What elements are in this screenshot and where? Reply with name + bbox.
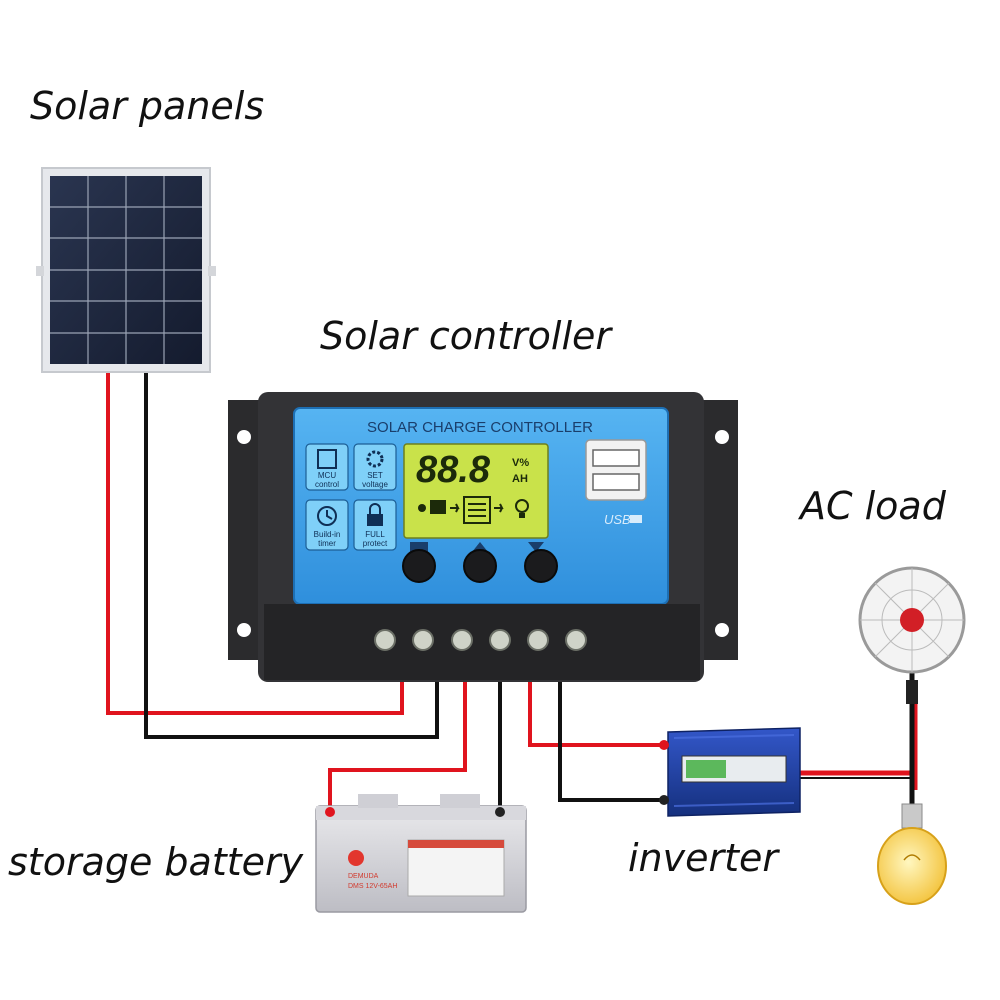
screw-icon <box>451 629 473 651</box>
mcu-chip-icon <box>317 449 337 469</box>
solar-panel <box>36 167 216 373</box>
controller-title: SOLAR CHARGE CONTROLLER <box>367 419 593 436</box>
menu-icon <box>410 542 428 552</box>
negative-terminal-icon <box>495 807 505 817</box>
lock-icon <box>367 503 383 526</box>
inverter-positive-icon <box>659 740 669 750</box>
feature-mcu: MCU control <box>305 443 349 491</box>
storage-battery: DEMUDA DMS 12V-65AH <box>315 794 527 913</box>
mount-hole-icon <box>237 623 251 637</box>
feature-set-voltage: SET voltage <box>353 443 397 491</box>
inverter-negative-icon <box>659 795 669 805</box>
wires <box>106 372 918 812</box>
screw-icon <box>565 629 587 651</box>
usb-label: USB <box>604 512 631 527</box>
battery-brand-logo <box>348 850 364 866</box>
down-button[interactable] <box>524 549 558 583</box>
feature-line2: voltage <box>362 480 388 489</box>
light-bulb <box>877 803 947 905</box>
ac-load-label: AC load <box>800 484 946 528</box>
lcd-digits: 88.8 <box>416 449 491 491</box>
menu-button[interactable] <box>402 549 436 583</box>
battery-spec-table <box>407 839 505 897</box>
screw-icon <box>489 629 511 651</box>
feature-protect: FULL protect <box>353 499 397 551</box>
feature-line2: control <box>315 480 339 489</box>
inverter-device <box>659 727 801 817</box>
mount-hole-icon <box>715 430 729 444</box>
lcd-unit-top: V% <box>512 457 529 469</box>
lcd-unit-bottom: AH <box>512 473 528 485</box>
arrow-right-icon <box>450 503 460 513</box>
battery-level-icon <box>463 496 491 524</box>
load-positive-wire <box>528 682 668 747</box>
load-negative-wire <box>558 682 668 802</box>
solar-controller-label: Solar controller <box>320 314 612 358</box>
mount-hole-icon <box>715 623 729 637</box>
screw-icon <box>374 629 396 651</box>
sun-icon <box>418 504 426 512</box>
solar-charge-controller: SOLAR CHARGE CONTROLLER MCU control SET … <box>228 392 738 682</box>
panel-icon <box>430 500 446 514</box>
storage-battery-label: storage battery <box>8 840 304 884</box>
bulb-icon <box>515 499 529 518</box>
fan-plug-icon <box>906 680 918 704</box>
usb-port-top[interactable] <box>592 449 640 467</box>
battery-brand: DEMUDA <box>348 873 379 880</box>
solar-panels-label: Solar panels <box>30 84 265 128</box>
arrow-right-icon <box>494 503 504 513</box>
battery-model: DMS 12V-65AH <box>348 883 397 890</box>
lcd-display: 88.8 V% AH <box>403 443 549 539</box>
usb-icon <box>630 515 642 523</box>
inverter-label: inverter <box>628 836 779 880</box>
feature-line1: FULL <box>365 530 385 539</box>
battery-positive-wire <box>328 682 467 812</box>
feature-line1: SET <box>367 471 383 480</box>
solar-positive-wire <box>106 372 404 715</box>
mount-hole-icon <box>237 430 251 444</box>
triangle-down-icon <box>528 542 544 552</box>
feature-line2: protect <box>363 539 388 548</box>
solar-negative-wire <box>144 372 439 739</box>
usb-ports[interactable]: USB <box>585 439 647 527</box>
fan-hub-icon <box>900 608 924 632</box>
feature-line1: Build-in <box>314 530 341 539</box>
gear-icon <box>366 450 384 468</box>
screw-icon <box>412 629 434 651</box>
up-button[interactable] <box>463 549 497 583</box>
terminal-screws <box>374 629 587 651</box>
feature-timer: Build-in timer <box>305 499 349 551</box>
clock-icon <box>317 506 337 526</box>
usb-port-bottom[interactable] <box>592 473 640 491</box>
screw-icon <box>527 629 549 651</box>
positive-terminal-icon <box>325 807 335 817</box>
bulb-socket-icon <box>901 803 923 829</box>
feature-line2: timer <box>318 539 336 548</box>
feature-line1: MCU <box>318 471 336 480</box>
inverter-label-strip <box>686 760 726 778</box>
fan <box>858 566 966 704</box>
